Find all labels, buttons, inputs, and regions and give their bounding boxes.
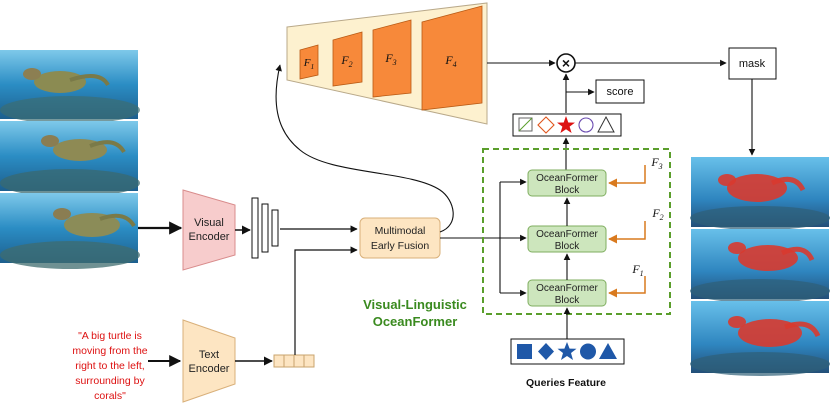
f4-symbol: F xyxy=(444,53,453,67)
output-circle-icon xyxy=(578,117,594,133)
input-frame-2 xyxy=(0,121,140,197)
output-diamond-icon xyxy=(537,116,555,134)
oceanformer-block-3: OceanFormer Block xyxy=(527,169,607,197)
f1-input-sub: 1 xyxy=(640,269,644,278)
text-query-line1: "A big turtle is xyxy=(78,330,142,342)
svg-text:F2: F2 xyxy=(651,206,663,222)
text-encoder-line2: Encoder xyxy=(189,363,230,375)
text-query-line5: corals" xyxy=(94,390,126,402)
f3-input-symbol: F xyxy=(650,155,659,169)
svg-text:F3: F3 xyxy=(384,51,396,67)
output-frame-3 xyxy=(690,301,830,376)
block2-line1: OceanFormer xyxy=(536,229,598,240)
svg-text:F1: F1 xyxy=(303,57,314,71)
multiply-node: × xyxy=(556,53,576,73)
mask-label: mask xyxy=(739,58,766,70)
f1-symbol: F xyxy=(303,57,311,69)
output-square-hatch xyxy=(518,117,533,132)
oceanformer-block-1: OceanFormer Block xyxy=(527,279,607,307)
query-circle-icon xyxy=(580,343,596,360)
fusion-line2: Early Fusion xyxy=(371,240,430,252)
multiply-symbol: × xyxy=(562,55,570,71)
multimodal-fusion: Multimodal Early Fusion xyxy=(359,217,441,259)
text-encoder: Text Encoder xyxy=(182,319,236,403)
pyramid-f1: F1 xyxy=(299,44,319,80)
input-frame-1 xyxy=(0,50,140,124)
block3-line2: Block xyxy=(555,185,580,196)
f2-symbol: F xyxy=(340,53,349,67)
text-query: "A big turtle is moving from the right t… xyxy=(72,330,147,402)
query-square-icon xyxy=(517,344,532,359)
output-triangle-icon xyxy=(597,115,615,133)
text-encoder-line1: Text xyxy=(199,349,219,361)
feature-input-f2: F2 xyxy=(608,206,664,244)
output-star-icon xyxy=(557,116,575,133)
f2-input-sub: 2 xyxy=(660,213,664,222)
pyramid-f3: F3 xyxy=(372,19,412,98)
block1-line2: Block xyxy=(555,295,580,306)
pyramid-f2: F2 xyxy=(332,31,363,87)
visual-encoder-line2: Encoder xyxy=(189,231,230,243)
text-query-line4: surrounding by xyxy=(75,375,145,387)
feature-input-f3: F3 xyxy=(608,155,663,188)
vl-label-line1: Visual-Linguistic xyxy=(363,297,467,312)
block2-line2: Block xyxy=(555,241,580,252)
fusion-line1: Multimodal xyxy=(375,225,426,237)
text-to-fusion-arrow xyxy=(294,246,358,355)
visual-encoder-line1: Visual xyxy=(194,217,224,229)
text-token-stack xyxy=(273,354,315,368)
output-shape-row xyxy=(512,113,622,137)
svg-text:F1: F1 xyxy=(631,262,643,278)
block1-line1: OceanFormer xyxy=(536,283,598,294)
visual-encoder: Visual Encoder xyxy=(182,189,236,271)
f2-sub: 2 xyxy=(349,60,353,69)
mask-box: mask xyxy=(728,47,777,80)
feature-input-f1: F1 xyxy=(608,262,646,298)
f1-input-symbol: F xyxy=(631,262,640,276)
block3-line1: OceanFormer xyxy=(536,173,598,184)
score-box: score xyxy=(595,79,645,104)
f4-sub: 4 xyxy=(453,60,457,69)
f2-input-symbol: F xyxy=(651,206,660,220)
pyramid-f4: F4 xyxy=(421,5,483,111)
visual-feature-stack xyxy=(251,197,279,259)
query-triangle-icon xyxy=(599,343,617,359)
f3-symbol: F xyxy=(384,51,393,65)
input-frame-3 xyxy=(0,193,140,269)
query-diamond-icon xyxy=(538,343,554,360)
query-shape-row xyxy=(510,338,625,365)
oceanformer-block-2: OceanFormer Block xyxy=(527,225,607,253)
f1-sub: 1 xyxy=(310,62,314,71)
fusion-to-pyramid-arrow xyxy=(275,64,454,233)
oceanformer-dashed-box xyxy=(482,148,671,315)
score-label: score xyxy=(607,86,634,98)
vl-label-line2: OceanFormer xyxy=(373,314,458,329)
output-frame-1 xyxy=(690,157,830,230)
query-star-icon xyxy=(557,342,577,360)
svg-text:F3: F3 xyxy=(650,155,662,171)
text-query-line2: moving from the xyxy=(72,345,147,357)
queries-label: Queries Feature xyxy=(526,377,606,389)
svg-text:F4: F4 xyxy=(444,53,456,69)
text-query-line3: right to the left, xyxy=(75,360,144,372)
feature-pyramid: F1 F2 F3 F4 xyxy=(286,2,488,125)
output-frame-2 xyxy=(690,229,830,303)
f3-input-sub: 3 xyxy=(658,162,663,171)
f3-sub: 3 xyxy=(392,58,397,67)
svg-text:F2: F2 xyxy=(340,53,352,69)
